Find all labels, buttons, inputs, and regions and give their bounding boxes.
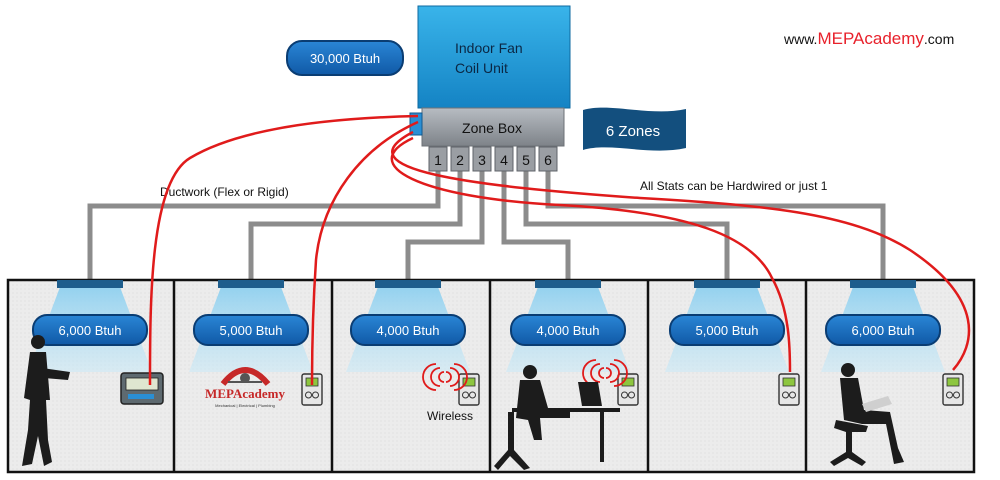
- zone-outlet-4: 4: [494, 146, 514, 172]
- zone-room-3: 4,000 Btuh: [346, 280, 470, 372]
- ceiling-diffuser-icon: [535, 280, 601, 288]
- ductwork: [87, 170, 886, 282]
- desk-worker-icon: [494, 365, 620, 470]
- wire-zone-5: [390, 136, 792, 373]
- room-capacity-badge: [350, 314, 466, 346]
- fan-coil-capacity: 30,000 Btuh: [310, 51, 380, 66]
- zone-outlet-3: 3: [472, 146, 492, 172]
- zone-room-4: 4,000 Btuh: [506, 280, 630, 372]
- fan-coil-label-line1: Indoor Fan: [455, 40, 523, 56]
- zones-count-label: 6 Zones: [606, 123, 660, 140]
- room-capacity: 5,000 Btuh: [220, 323, 283, 338]
- room-capacity-badge: [510, 314, 626, 346]
- zone-outlet-label: 1: [434, 152, 442, 168]
- wireless-signal-icon: [422, 363, 468, 391]
- fan-coil-label-line2: Coil Unit: [455, 60, 508, 76]
- wireless-note: Wireless: [427, 409, 473, 423]
- brand-suffix: .com: [924, 31, 954, 47]
- zones-count-banner: 6 Zones: [583, 107, 686, 151]
- ceiling-diffuser-icon: [694, 280, 760, 288]
- zone-outlet-5: 5: [516, 146, 536, 172]
- logo-name: MEPAcademy: [205, 386, 285, 401]
- ductwork-note: Ductwork (Flex or Rigid): [160, 185, 289, 199]
- room-capacity-badge: [32, 314, 148, 346]
- thermostat-icon: [458, 373, 480, 406]
- fan-coil-unit: Indoor Fan Coil Unit: [417, 5, 571, 109]
- zone-outlet-label: 4: [500, 152, 508, 168]
- zone-box-label: Zone Box: [462, 120, 522, 136]
- zone-outlet-label: 6: [544, 152, 552, 168]
- zone-outlet-2: 2: [450, 146, 470, 172]
- programmable-thermostat-icon: [120, 372, 164, 405]
- room-capacity: 5,000 Btuh: [696, 323, 759, 338]
- wire-zone-2: [310, 120, 419, 386]
- wire-zone-1: [148, 114, 419, 386]
- ceiling-diffuser-icon: [375, 280, 441, 288]
- zone-room-1: 6,000 Btuh: [28, 280, 152, 372]
- room-capacity: 6,000 Btuh: [852, 323, 915, 338]
- room-capacity: 4,000 Btuh: [537, 323, 600, 338]
- fan-coil-capacity-badge: 30,000 Btuh: [286, 40, 404, 76]
- ceiling-diffuser-icon: [57, 280, 123, 288]
- logo-tagline: Mechanical | Electrical | Plumbing: [215, 403, 275, 408]
- zone-room-5: 5,000 Btuh: [665, 280, 789, 372]
- thermostat-icon: [942, 373, 964, 406]
- ceiling-diffuser-icon: [850, 280, 916, 288]
- brand-prefix: www.: [783, 31, 817, 47]
- thermostat-icon: [617, 373, 639, 406]
- zone-room-6: 6,000 Btuh: [821, 280, 945, 372]
- standing-person-icon: [22, 335, 70, 466]
- ceiling-diffuser-icon: [218, 280, 284, 288]
- room-capacity: 6,000 Btuh: [59, 323, 122, 338]
- zone-outlet-6: 6: [538, 146, 558, 172]
- wire-zone-6: [391, 130, 971, 371]
- zone-outlet-1: 1: [428, 146, 448, 172]
- zone-outlet-label: 3: [478, 152, 486, 168]
- thermostat-icon: [778, 373, 800, 406]
- stats-note: All Stats can be Hardwired or just 1: [640, 179, 828, 193]
- zone-box: Zone Box: [409, 107, 565, 147]
- thermostat-wiring: [148, 114, 971, 386]
- room-capacity-badge: [193, 314, 309, 346]
- room-capacity: 4,000 Btuh: [377, 323, 440, 338]
- zone-outlet-label: 2: [456, 152, 464, 168]
- brand-name: MEPAcademy: [817, 29, 924, 48]
- seated-person-icon: [830, 363, 904, 466]
- svg-text:www.MEPAcademy.com: www.MEPAcademy.com: [783, 29, 954, 48]
- zone-room-2: 5,000 Btuh: [189, 280, 313, 372]
- zone-outlet-label: 5: [522, 152, 530, 168]
- room-capacity-badge: [825, 314, 941, 346]
- room-capacity-badge: [669, 314, 785, 346]
